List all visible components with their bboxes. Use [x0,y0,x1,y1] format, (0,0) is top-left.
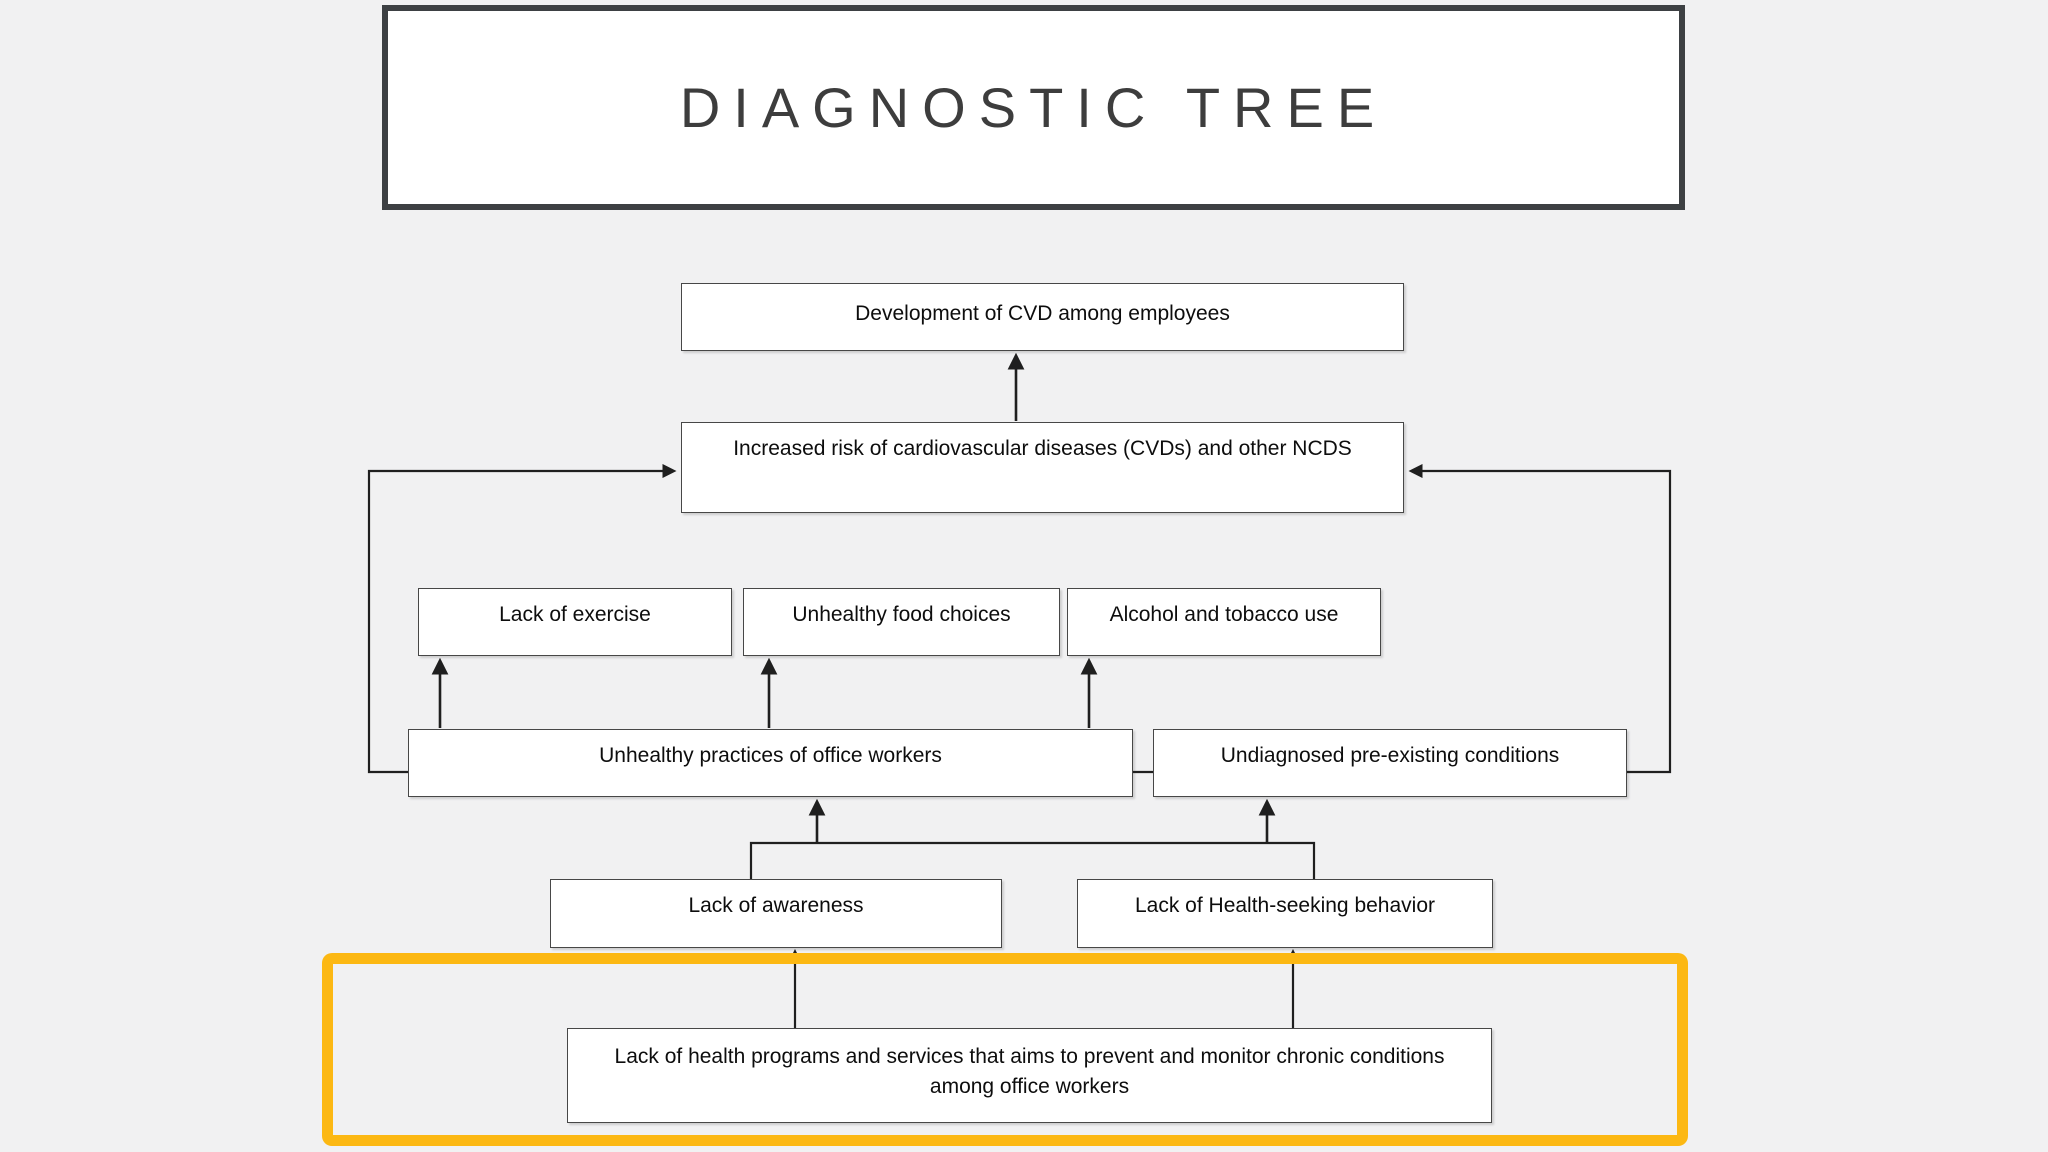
node-development-cvd: Development of CVD among employees [681,283,1404,351]
node-unhealthy-food-choices: Unhealthy food choices [743,588,1060,656]
node-lack-health-seeking: Lack of Health-seeking behavior [1077,879,1493,948]
node-label: Development of CVD among employees [855,302,1230,325]
node-undiagnosed-conditions: Undiagnosed pre-existing conditions [1153,729,1627,797]
node-increased-risk: Increased risk of cardiovascular disease… [681,422,1404,513]
node-label: Lack of health programs and services tha… [614,1045,1445,1098]
node-label: Unhealthy practices of office workers [599,744,942,767]
node-lack-of-exercise: Lack of exercise [418,588,732,656]
node-label: Lack of exercise [499,603,651,626]
title-box: DIAGNOSTIC TREE [382,5,1685,210]
page-title: DIAGNOSTIC TREE [679,76,1388,139]
node-label: Undiagnosed pre-existing conditions [1220,744,1560,767]
node-label: Increased risk of cardiovascular disease… [733,437,1352,460]
node-alcohol-tobacco-use: Alcohol and tobacco use [1067,588,1381,656]
node-label: Lack of Health-seeking behavior [1134,894,1435,917]
node-unhealthy-practices: Unhealthy practices of office workers [408,729,1133,797]
node-lack-of-awareness: Lack of awareness [550,879,1002,948]
node-label: Lack of awareness [688,894,864,917]
node-label: Alcohol and tobacco use [1109,603,1339,626]
node-lack-health-programs: Lack of health programs and services tha… [567,1028,1492,1123]
node-label: Unhealthy food choices [792,603,1011,626]
